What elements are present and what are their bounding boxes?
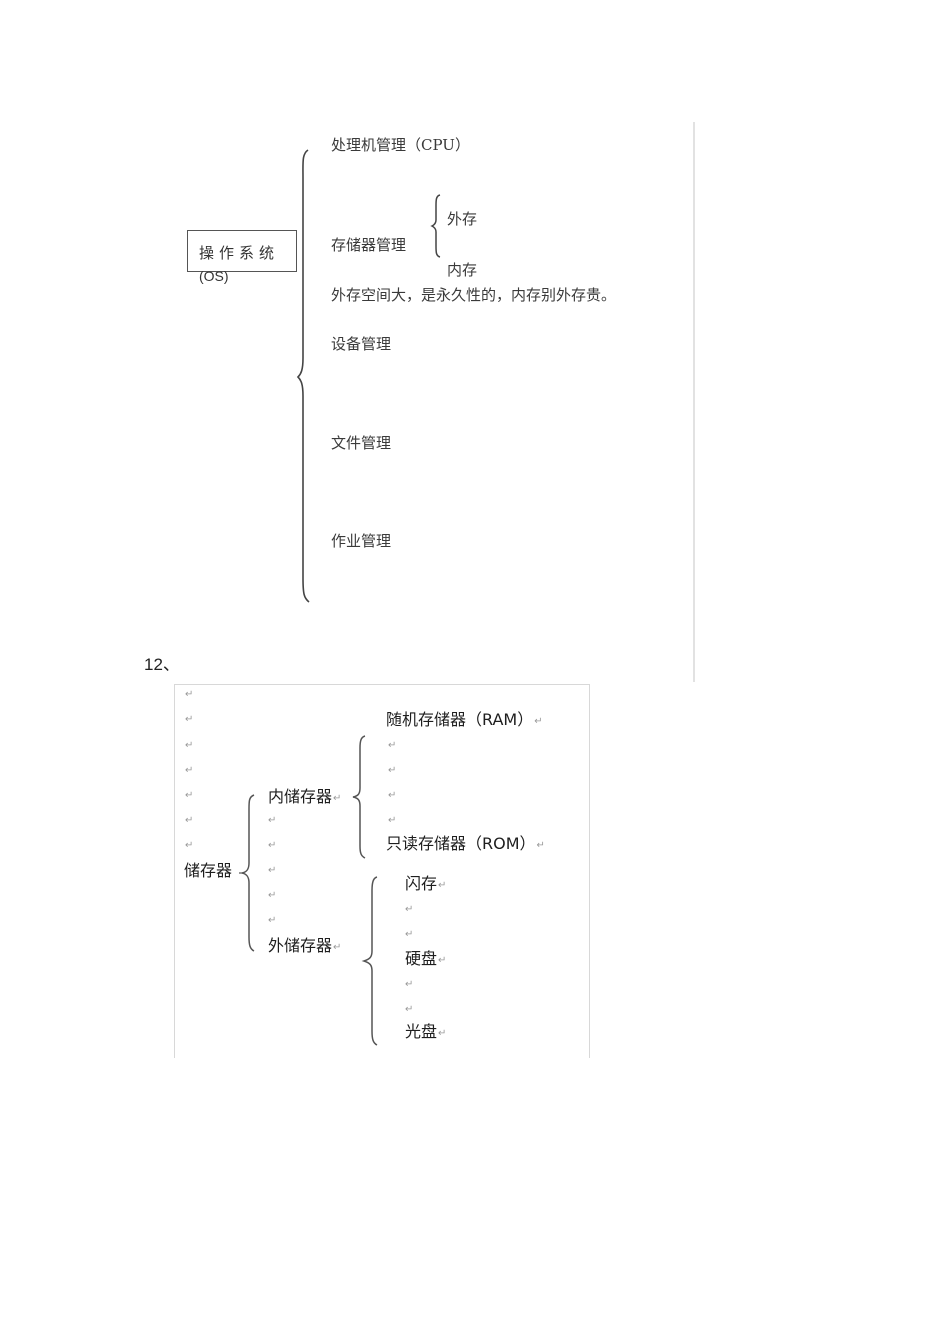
page-divider-line (693, 122, 695, 682)
return-mark: ↵ (388, 790, 397, 801)
return-mark: ↵ (268, 865, 277, 876)
storage-internal: 内存 (447, 261, 478, 279)
storage-sub-brace (430, 194, 441, 258)
os-root-label: 操作系统 (199, 244, 280, 262)
return-mark: ↵ (185, 815, 194, 826)
external-storage-label: 外储存器↵ (268, 936, 342, 955)
section-number: 12、 (144, 655, 180, 674)
return-mark: ↵ (333, 942, 342, 953)
external-brace (361, 876, 378, 1046)
return-mark: ↵ (268, 815, 277, 826)
storage-root-label: 储存器 (184, 861, 233, 880)
return-mark: ↵ (405, 979, 414, 990)
os-root-box (187, 230, 297, 272)
return-mark: ↵ (438, 880, 447, 891)
return-mark: ↵ (438, 1028, 447, 1039)
branch-device-management: 设备管理 (331, 335, 392, 353)
internal-brace (352, 735, 366, 859)
branch-file-management: 文件管理 (331, 434, 392, 452)
optical-disk-label: 光盘↵ (405, 1022, 447, 1041)
internal-storage-label: 内储存器↵ (268, 787, 342, 806)
return-mark: ↵ (405, 929, 414, 940)
return-mark: ↵ (268, 840, 277, 851)
return-mark: ↵ (405, 1004, 414, 1015)
hard-disk-label: 硬盘↵ (405, 949, 447, 968)
branch-job-management: 作业管理 (331, 532, 392, 550)
root-brace (239, 794, 255, 952)
return-mark: ↵ (185, 714, 194, 725)
branch-storage-management: 存储器管理 (331, 236, 407, 254)
return-mark: ↵ (388, 740, 397, 751)
return-mark: ↵ (405, 904, 414, 915)
return-mark: ↵ (333, 793, 342, 804)
return-mark: ↵ (185, 689, 194, 700)
return-mark: ↵ (185, 765, 194, 776)
return-mark: ↵ (388, 765, 397, 776)
return-mark: ↵ (438, 955, 447, 966)
os-root-abbrev: (OS) (199, 268, 229, 284)
ram-label: 随机存储器（RAM）↵ (386, 710, 543, 729)
flash-label: 闪存↵ (405, 874, 447, 893)
rom-label: 只读存储器（ROM）↵ (386, 834, 545, 853)
return-mark: ↵ (268, 915, 277, 926)
return-mark: ↵ (185, 840, 194, 851)
return-mark: ↵ (185, 740, 194, 751)
storage-note: 外存空间大，是永久性的，内存别外存贵。 (331, 286, 617, 304)
return-mark: ↵ (185, 790, 194, 801)
return-mark: ↵ (536, 840, 545, 851)
os-main-brace (296, 149, 310, 603)
storage-external: 外存 (447, 210, 478, 228)
image-frame (174, 684, 590, 1058)
return-mark: ↵ (268, 890, 277, 901)
return-mark: ↵ (534, 716, 543, 727)
branch-cpu-management: 处理机管理（CPU） (331, 136, 470, 154)
return-mark: ↵ (388, 815, 397, 826)
